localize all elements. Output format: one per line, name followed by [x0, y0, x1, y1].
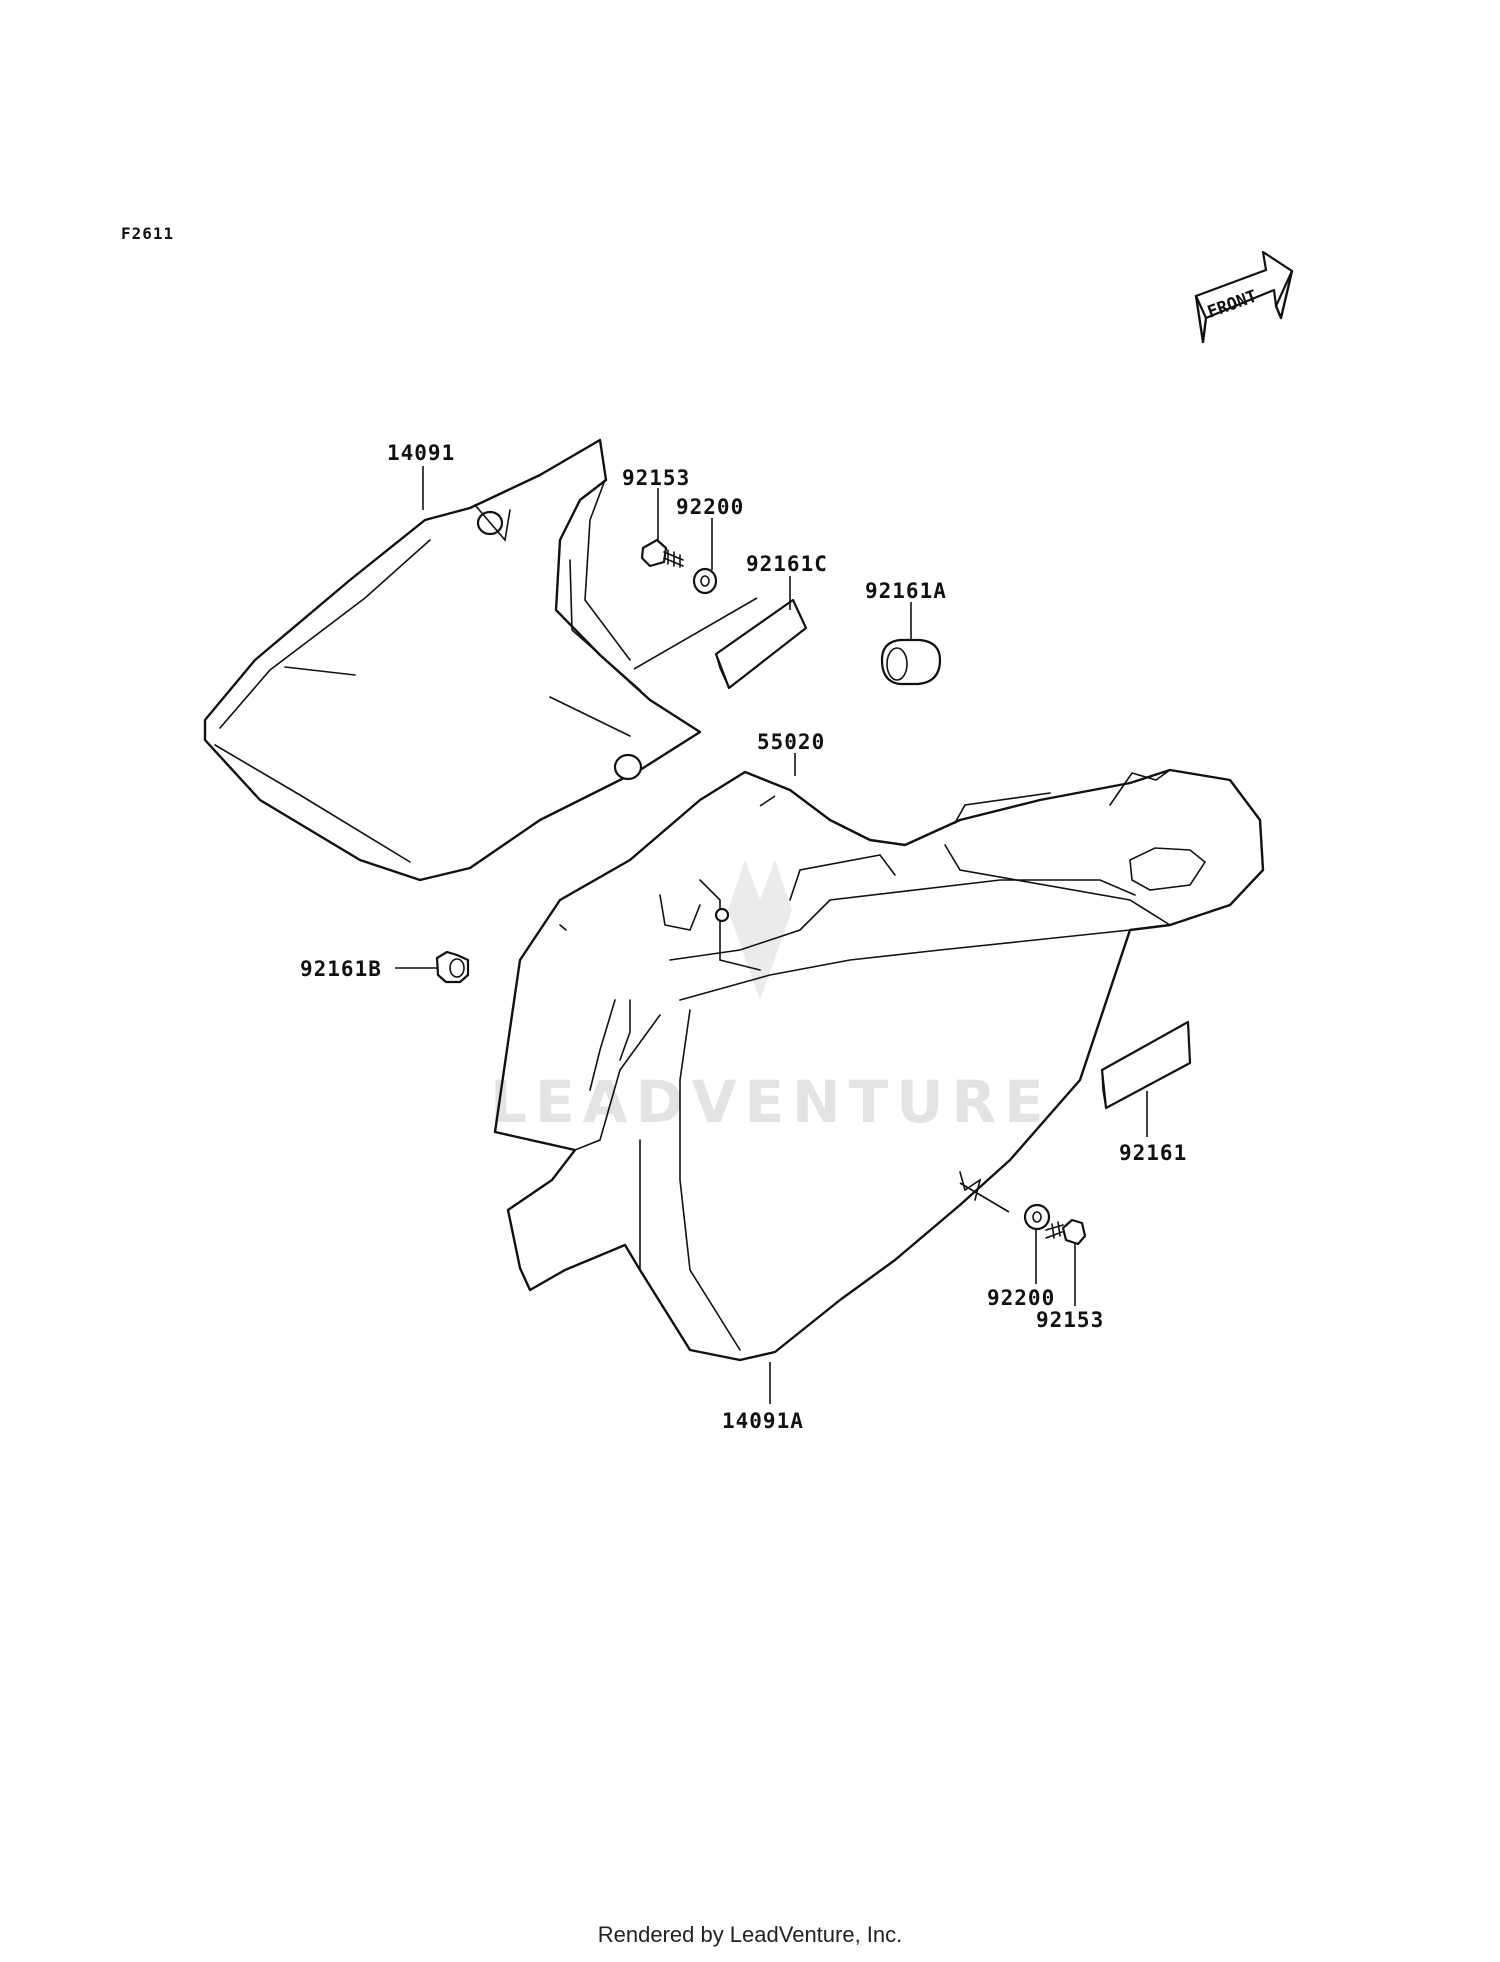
- watermark: LEADVENTURE: [490, 860, 1052, 1136]
- grommet-92161B-icon: [435, 950, 470, 984]
- label-92200-bottom: 92200: [987, 1286, 1055, 1310]
- label-14091A: 14091A: [722, 1409, 804, 1433]
- watermark-text: LEADVENTURE: [490, 1068, 1052, 1136]
- footer-credit: Rendered by LeadVenture, Inc.: [597, 1922, 903, 1947]
- label-92161A: 92161A: [865, 579, 947, 603]
- label-92200-top: 92200: [676, 495, 744, 519]
- pad-92161C-icon: [714, 598, 808, 690]
- label-55020: 55020: [757, 730, 825, 754]
- side-cover-14091A: [493, 768, 1265, 1362]
- label-92153-bottom: 92153: [1036, 1308, 1104, 1332]
- front-arrow-icon: FRONT: [1194, 250, 1294, 344]
- label-14091: 14091: [387, 441, 455, 465]
- washer-92200-top-icon: [692, 567, 718, 595]
- figure-code: F2611: [121, 224, 174, 243]
- side-cover-14091: [203, 438, 702, 882]
- grommet-92161A-icon: [880, 638, 942, 686]
- bolt-92153-top-icon: [640, 538, 684, 568]
- washer-92200-bottom-icon: [1023, 1203, 1051, 1231]
- bolt-92153-bottom-icon: [1045, 1218, 1087, 1246]
- pad-92161-icon: [1100, 1020, 1192, 1110]
- label-92153-top: 92153: [622, 466, 690, 490]
- leader-lines: [395, 466, 1148, 1404]
- label-92161: 92161: [1119, 1141, 1187, 1165]
- label-92161B: 92161B: [300, 957, 382, 981]
- label-92161C: 92161C: [746, 552, 828, 576]
